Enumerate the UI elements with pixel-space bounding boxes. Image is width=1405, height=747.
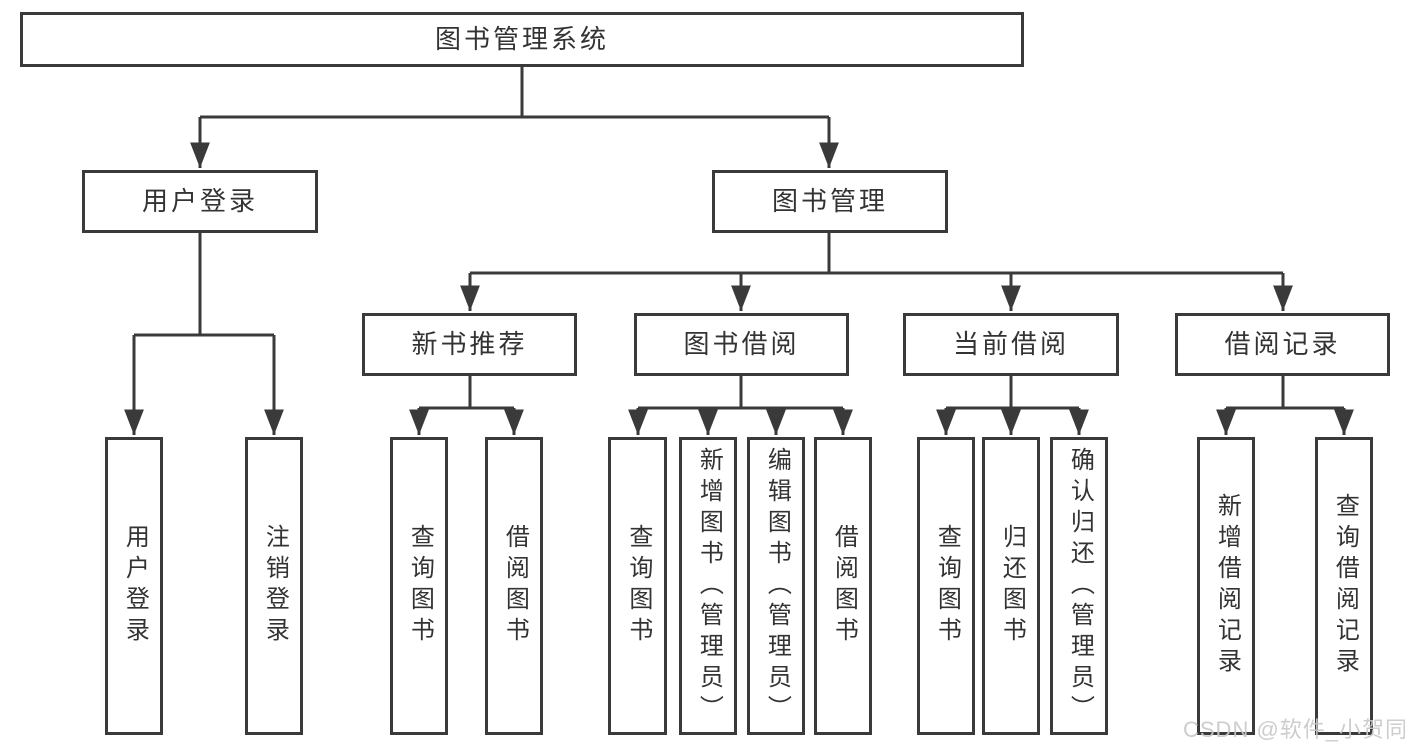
node-user-login: 用户登录 — [82, 170, 318, 233]
leaf-confirm-return-admin: 确认归还（管理员） — [1050, 437, 1108, 735]
node-library-management-system: 图书管理系统 — [20, 12, 1024, 67]
leaf-add-book-admin: 新增图书（管理员） — [679, 437, 737, 735]
leaf-return-books: 归还图书 — [982, 437, 1040, 735]
leaf-borrow-books-recommend: 借阅图书 — [485, 437, 543, 735]
leaf-query-books-borrowing: 查询图书 — [608, 437, 667, 735]
leaf-user-login: 用户登录 — [105, 437, 163, 735]
leaf-edit-book-admin: 编辑图书（管理员） — [747, 437, 805, 735]
leaf-logout: 注销登录 — [245, 437, 303, 735]
leaf-query-books-current: 查询图书 — [917, 437, 975, 735]
leaf-borrow-books: 借阅图书 — [814, 437, 872, 735]
node-book-management: 图书管理 — [712, 170, 948, 233]
node-new-book-recommendation: 新书推荐 — [362, 313, 577, 376]
leaf-add-borrow-record: 新增借阅记录 — [1197, 437, 1255, 735]
leaf-query-borrow-record: 查询借阅记录 — [1315, 437, 1373, 735]
node-current-borrowing: 当前借阅 — [903, 313, 1119, 376]
node-book-borrowing: 图书借阅 — [634, 313, 849, 376]
csdn-watermark: CSDN @软件_小贺同学 — [1183, 717, 1405, 742]
node-borrowing-records: 借阅记录 — [1175, 313, 1390, 376]
leaf-query-books-recommend: 查询图书 — [390, 437, 448, 735]
